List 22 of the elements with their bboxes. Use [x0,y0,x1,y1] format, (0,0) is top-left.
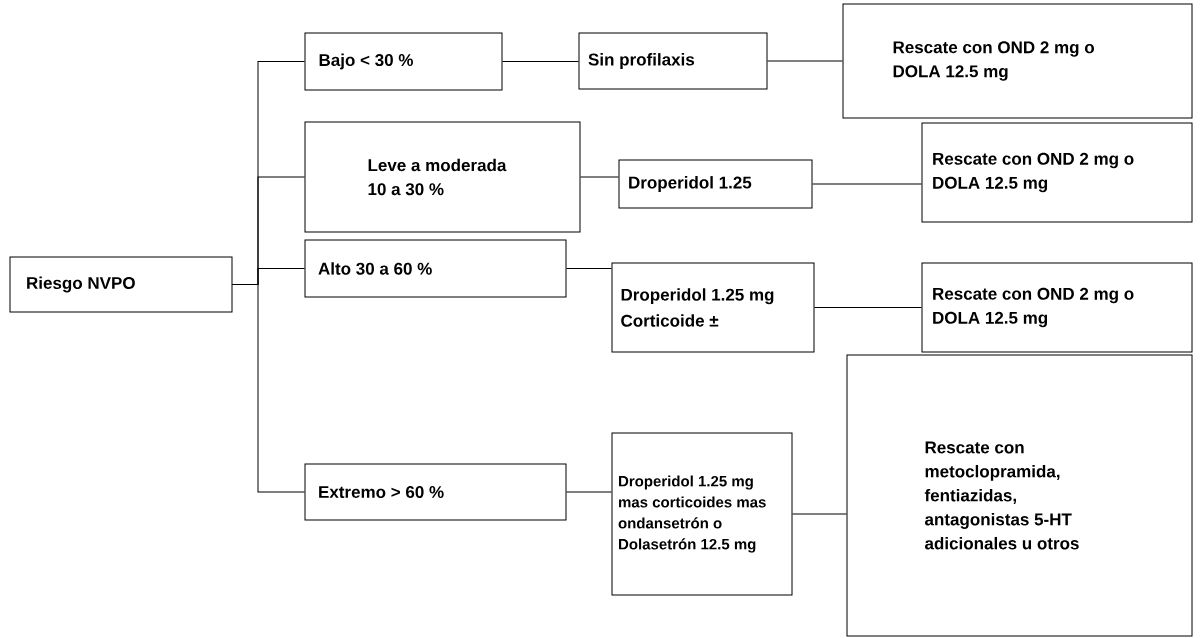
process-box: Rescate con OND 2 mg o DOLA 12.5 mg [921,262,1193,353]
connector-line [566,491,612,493]
connector-line [767,60,843,62]
process-box: Alto 30 a 60 % [304,239,567,298]
process-box: Bajo < 30 % [304,32,503,91]
connector-line [814,307,922,308]
process-box: Droperidol 1.25 mg Corticoide ± [611,262,815,353]
connector-line [566,268,612,269]
process-box: Extremo > 60 % [304,463,567,521]
process-box: Rescate con metoclopramida, fentiazidas, antagonistas 5-HT adicionales u otros [846,354,1193,637]
process-box: Rescate con OND 2 mg o DOLA 12.5 mg [842,3,1193,119]
process-box: Riesgo NVPO [9,256,233,313]
process-box: Droperidol 1.25 mg mas corticoides mas ondansetrón o Dolasetrón 12.5 mg [611,432,793,596]
process-box: Leve a moderada 10 a 30 % [304,121,581,233]
process-box: Sin profilaxis [578,32,768,90]
connector-line [580,176,619,178]
process-box: Rescate con OND 2 mg o DOLA 12.5 mg [921,122,1193,223]
process-box: Droperidol 1.25 [618,159,813,209]
connector-line [792,513,847,515]
connector-line [812,183,922,185]
connector-line [232,284,305,493]
connector-line [502,61,579,62]
